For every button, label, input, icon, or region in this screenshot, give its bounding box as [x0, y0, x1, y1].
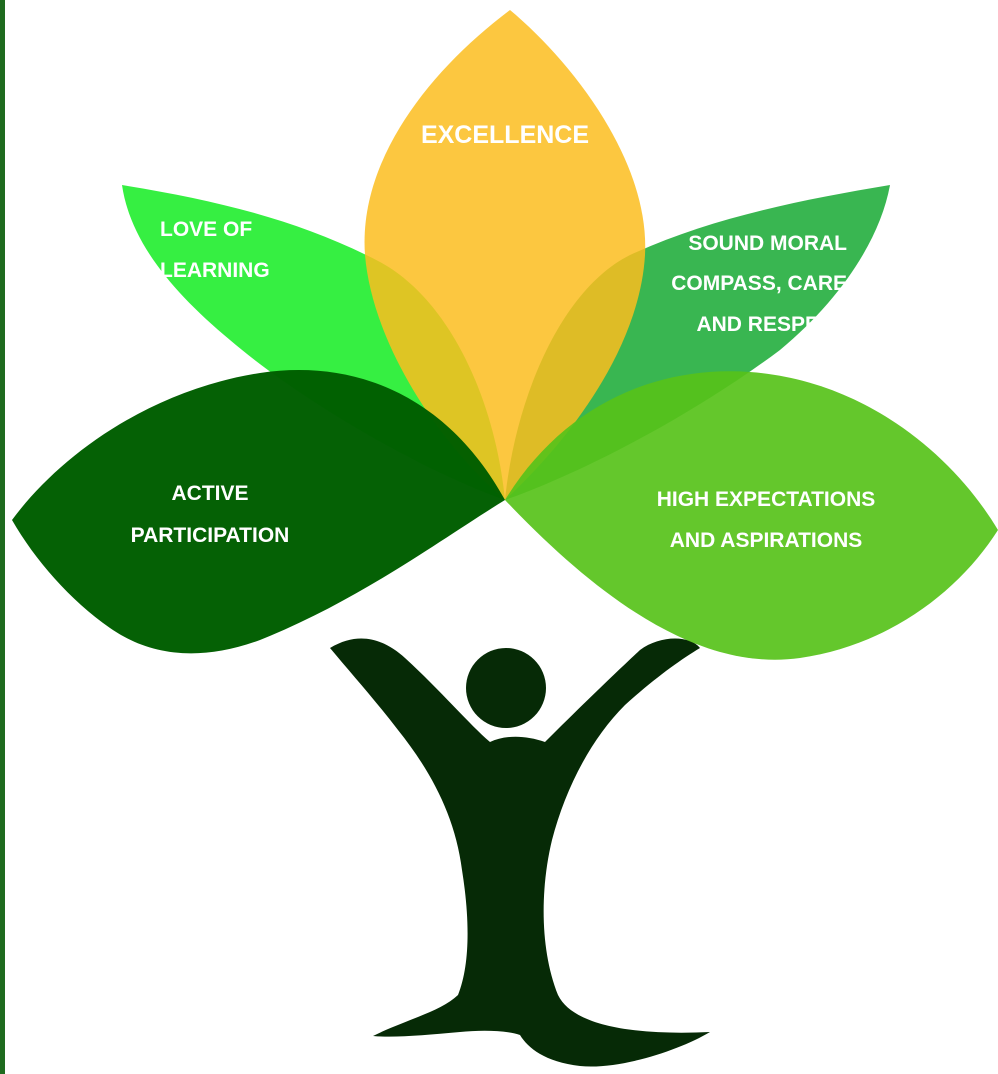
figure-head: [466, 648, 546, 728]
label-active-participation-line2: PARTICIPATION: [131, 524, 290, 547]
petals: [12, 10, 998, 660]
figure-body: [330, 638, 710, 1067]
label-love-of-learning-line2: LEARNING: [160, 259, 270, 282]
petal-high-expectations: [505, 371, 998, 660]
petal-excellence: [364, 10, 646, 500]
label-high-expectations-line2: AND ASPIRATIONS: [670, 529, 863, 552]
person-tree-icon: [330, 638, 710, 1067]
petal-active-participation: [12, 370, 505, 654]
label-love-of-learning-line1: LOVE OF: [160, 218, 252, 241]
label-active-participation-line1: ACTIVE: [171, 482, 248, 505]
label-moral-compass-line2: COMPASS, CARE: [671, 272, 847, 295]
label-moral-compass-line1: SOUND MORAL: [688, 232, 847, 255]
label-moral-compass-line3: AND RESPECT: [696, 313, 847, 336]
label-excellence: EXCELLENCE: [421, 121, 589, 149]
label-high-expectations-line1: HIGH EXPECTATIONS: [657, 488, 876, 511]
left-border: [0, 0, 5, 1074]
